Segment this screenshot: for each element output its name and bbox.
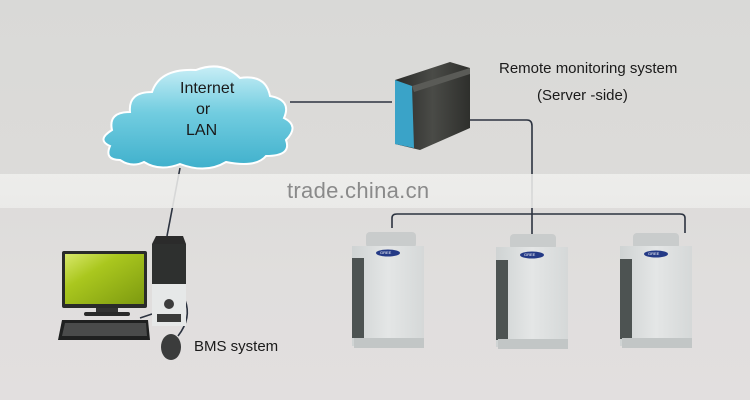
pc-tower-icon xyxy=(152,236,186,326)
monitor-icon xyxy=(62,251,147,316)
outdoor-unit-2-graphic xyxy=(496,234,568,349)
bms-label: BMS system xyxy=(194,338,279,355)
cloud-label-lan: LAN xyxy=(186,122,218,139)
cloud-icon xyxy=(102,65,294,170)
watermark-band xyxy=(0,174,750,208)
server-icon xyxy=(395,62,470,150)
server-label-title: Remote monitoring system xyxy=(499,60,678,77)
cloud-label-internet: Internet xyxy=(180,80,235,97)
server-label-subtitle: (Server -side) xyxy=(537,87,628,104)
outdoor-unit-2-badge: GREE xyxy=(524,252,536,257)
mouse-icon xyxy=(161,334,181,360)
outdoor-unit-3-badge: GREE xyxy=(648,251,660,256)
outdoor-unit-1-badge: GREE xyxy=(380,250,392,255)
outdoor-unit-3-graphic xyxy=(620,233,692,348)
server-to-units-line xyxy=(468,119,533,214)
watermark-text: trade.china.cn xyxy=(287,178,430,203)
keyboard-icon xyxy=(58,320,150,340)
cloud-label-or: or xyxy=(196,101,211,118)
outdoor-unit-1-graphic xyxy=(352,232,424,348)
units-bus-line xyxy=(391,213,686,233)
pc-to-keyboard-cable xyxy=(139,313,153,319)
